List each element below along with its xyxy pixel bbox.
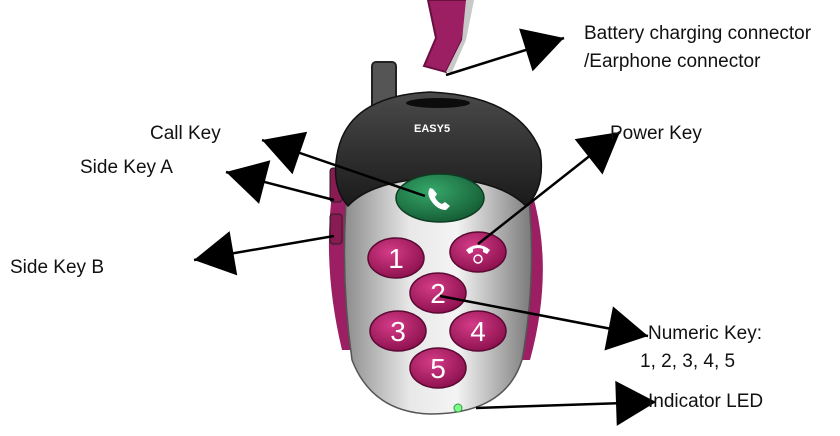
arrow-numeric-key [439, 294, 649, 351]
arrow-side-key-a [225, 160, 335, 204]
label-indicator-led: Indicator LED [648, 391, 764, 412]
key-label: 3 [390, 316, 406, 347]
power-icon [473, 254, 483, 264]
label-call-key: Call Key [150, 123, 221, 144]
brand-logo: EASY5 [414, 123, 450, 135]
numeric-key-2[interactable]: 2 [409, 272, 467, 314]
strap [422, 0, 474, 74]
numeric-key-5[interactable]: 5 [409, 347, 467, 389]
label-side-key-b: Side Key B [10, 257, 104, 278]
numeric-key-4[interactable]: 4 [449, 310, 507, 352]
arrow-side-key-b [193, 231, 335, 276]
indicator-led [453, 403, 463, 413]
label-side-key-a: Side Key A [80, 157, 173, 178]
side-key-b-button[interactable] [329, 213, 343, 245]
label-power-key: Power Key [610, 123, 702, 144]
numeric-key-3[interactable]: 3 [369, 310, 427, 352]
power-key-button[interactable] [449, 231, 507, 273]
svg-text:EASY5: EASY5 [414, 123, 450, 135]
end-call-icon [466, 245, 490, 254]
arrow-call-key [261, 131, 426, 198]
key-label: 2 [430, 278, 446, 309]
label-earphone-connector: /Earphone connector [584, 51, 761, 72]
key-label: 4 [470, 316, 486, 347]
phone-handset-icon [428, 188, 450, 210]
key-label: 5 [430, 353, 446, 384]
arrow-charging-connector [445, 28, 565, 77]
speaker-grille [406, 98, 470, 108]
call-key-button[interactable] [395, 173, 485, 223]
side-trim-right [506, 160, 543, 360]
arrow-power-key [477, 131, 621, 245]
numeric-key-1[interactable]: 1 [367, 237, 425, 279]
key-label: 1 [388, 243, 404, 274]
label-charging-connector: Battery charging connector [584, 23, 812, 44]
label-numeric-key: Numeric Key: [648, 323, 763, 344]
leader-arrows [193, 28, 657, 426]
label-numeric-key-values: 1, 2, 3, 4, 5 [640, 351, 736, 372]
arrow-indicator-led [475, 380, 657, 426]
